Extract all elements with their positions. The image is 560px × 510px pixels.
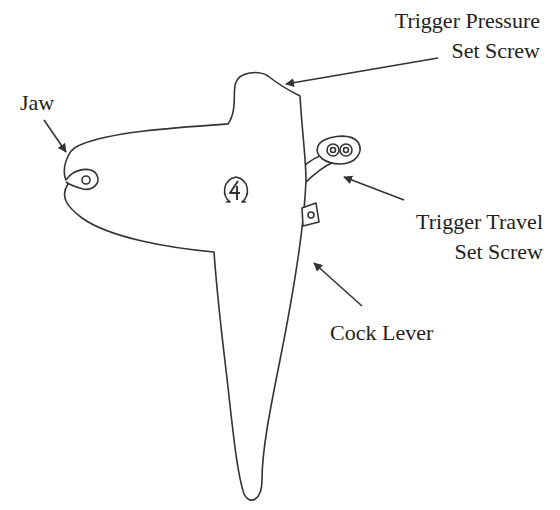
screw-head (331, 148, 336, 153)
part-label: Cock Lever (330, 318, 480, 348)
part-label: Trigger Pressure Set Screw (375, 6, 540, 66)
leader-arrow (44, 120, 66, 152)
jaw-notch (66, 169, 98, 189)
part-label: Trigger Travel Set Screw (393, 207, 543, 267)
part-label: Jaw (20, 88, 80, 118)
logo-bolt (230, 181, 240, 200)
pressure-set-screw (327, 144, 339, 156)
screw-hole (308, 212, 314, 218)
mount-arm (304, 162, 334, 184)
leader-arrow (314, 263, 362, 306)
cock-lever-body (64, 73, 306, 501)
leader-arrow (344, 177, 404, 200)
logo-symbol (225, 177, 248, 202)
screw-plate (317, 136, 360, 164)
screw-head (344, 148, 349, 153)
pressure-set-screw (340, 144, 352, 156)
jaw-pin (82, 176, 90, 184)
leader-arrow (286, 58, 438, 84)
travel-set-screw (302, 203, 319, 226)
